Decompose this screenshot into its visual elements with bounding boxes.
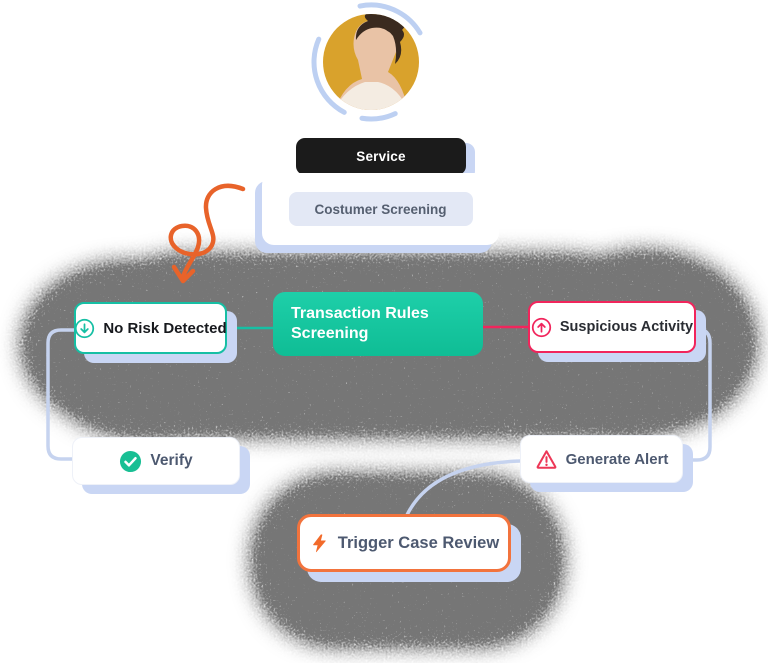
node-suspicious-activity: Suspicious Activity xyxy=(528,301,696,353)
connector-suspicious-to-alert xyxy=(682,327,712,462)
warning-triangle-icon xyxy=(536,449,556,469)
node-trigger-case-review: Trigger Case Review xyxy=(297,514,511,572)
customer-avatar xyxy=(323,14,419,110)
node-transaction-rules-screening: Transaction Rules Screening xyxy=(273,292,483,356)
service-card: Costumer Screening xyxy=(262,173,499,245)
check-circle-icon xyxy=(120,450,142,472)
node-label: Suspicious Activity xyxy=(559,319,694,335)
node-generate-alert: Generate Alert xyxy=(520,435,683,483)
avatar-orbit-arcs xyxy=(311,2,431,122)
node-verify: Verify xyxy=(72,437,240,485)
arrow-up-circle-icon xyxy=(531,317,552,337)
service-item: Costumer Screening xyxy=(288,192,473,226)
node-label: Verify xyxy=(150,452,193,469)
connector-norisk-to-verify xyxy=(46,328,76,461)
node-label: Trigger Case Review xyxy=(337,533,500,552)
node-label: No Risk Detected xyxy=(103,319,227,337)
connector-alert-to-trigger xyxy=(405,459,522,517)
node-no-risk-detected: No Risk Detected xyxy=(74,302,227,354)
lightning-bolt-icon xyxy=(312,533,326,552)
node-label: Transaction Rules Screening xyxy=(291,305,429,342)
service-tab-label: Service xyxy=(356,149,406,164)
hand-drawn-swirl-arrow xyxy=(168,183,246,284)
node-label: Generate Alert xyxy=(565,450,669,468)
service-item-label: Costumer Screening xyxy=(314,201,447,217)
arrow-down-circle-icon xyxy=(75,318,95,338)
service-tab: Service xyxy=(296,138,466,175)
